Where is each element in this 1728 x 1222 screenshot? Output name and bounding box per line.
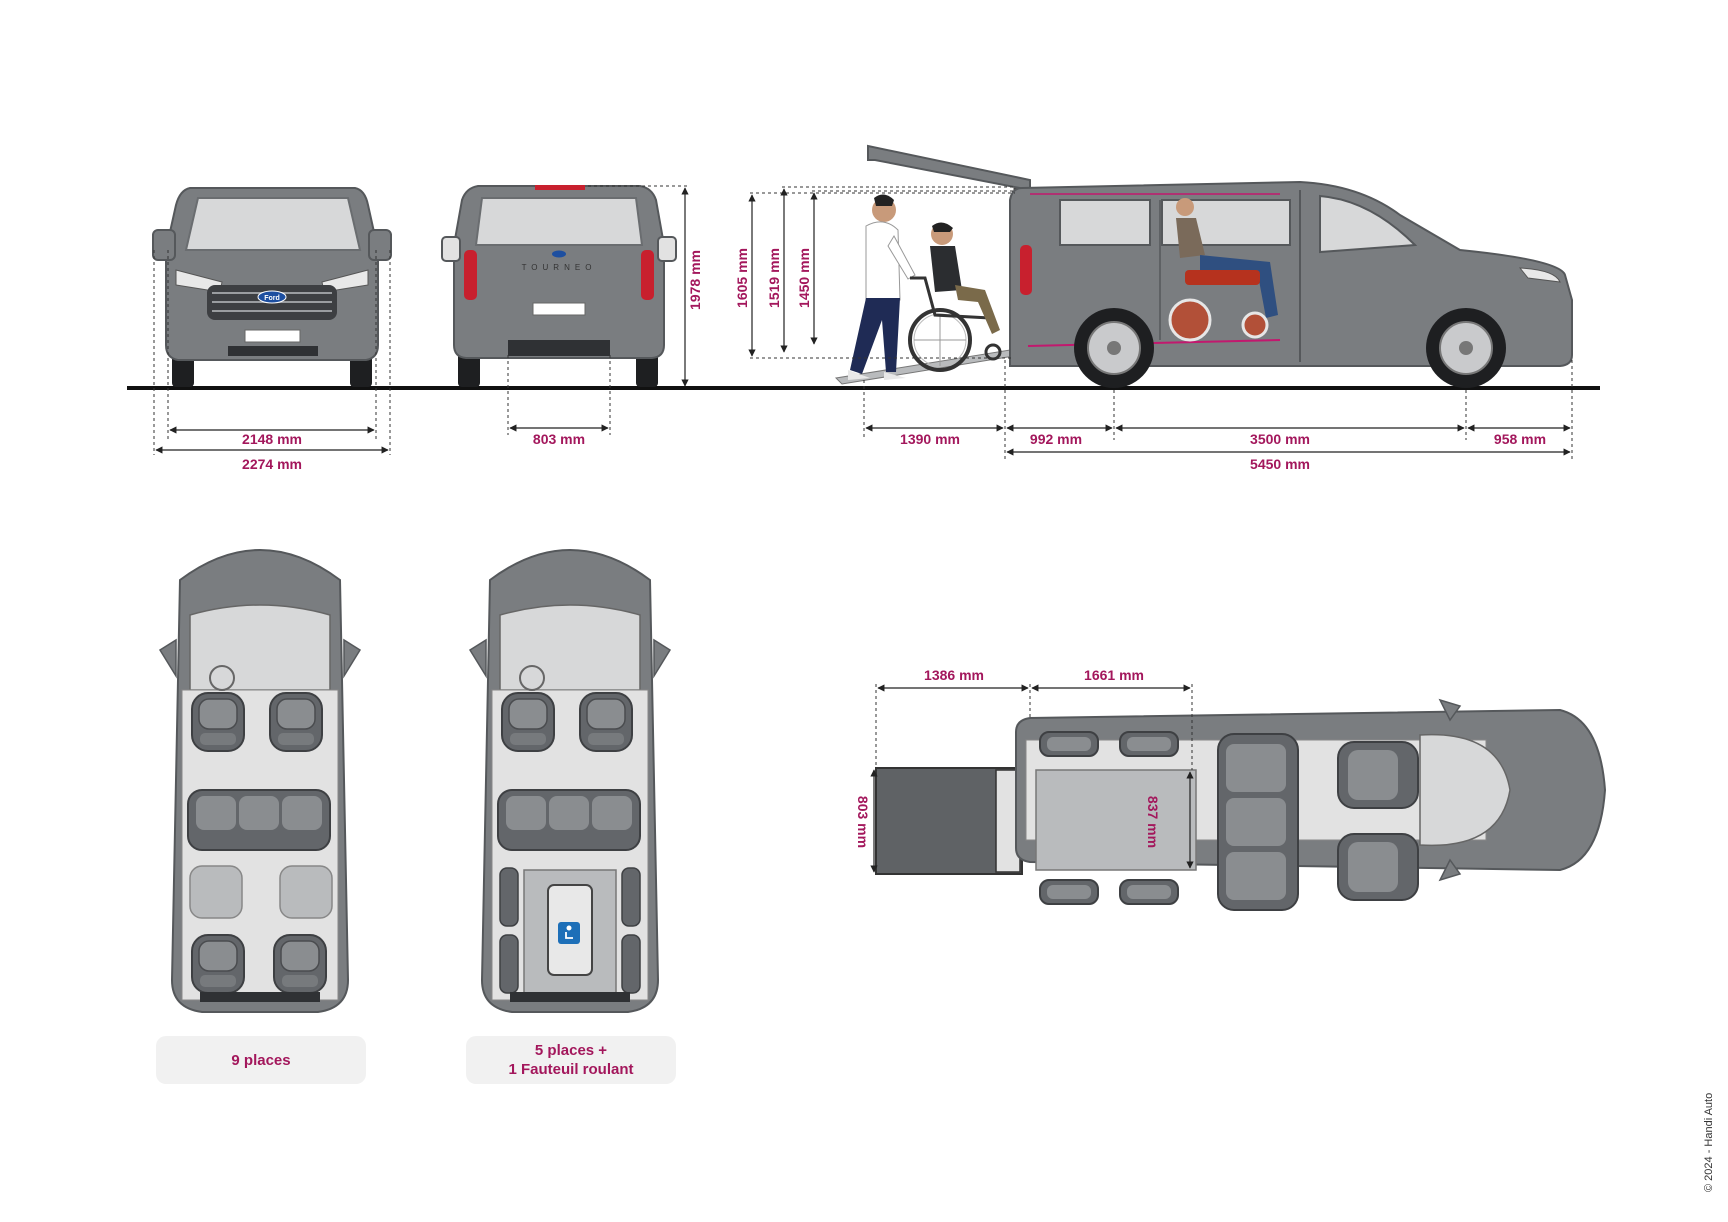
caption-9-places: 9 places [156,1036,366,1084]
rear-view: TOURNEO [441,185,677,387]
top-view-5-places-wheelchair [468,549,672,1013]
dim-width-mirrors: 2148 mm [242,431,302,447]
ford-logo [257,290,287,304]
caption-9-places-text: 9 places [231,1051,291,1069]
copyright: © 2024 - Handi Auto [1703,1092,1715,1192]
front-view: Ford [152,187,392,387]
dim-length-total: 5450 mm [1250,456,1310,472]
dim-front-overhang: 958 mm [1494,431,1546,447]
dim-floor-width: 837 mm [1145,796,1161,848]
dim-width-total: 2274 mm [242,456,302,472]
caption-5-places-line1: 5 places + [534,1042,608,1059]
rear-badge-text: TOURNEO [522,263,597,272]
front-dimensions: 2148 mm 2274 mm [153,250,391,472]
dim-height-total: 1978 mm [687,250,703,310]
front-badge-text: Ford [264,295,280,302]
dim-wheelbase: 3500 mm [1250,431,1310,447]
top-view-ramp [875,698,1607,911]
dim-ramp-width: 803 mm [855,796,871,848]
wheelchair-icon [558,922,580,944]
side-dimensions: 1605 mm 1519 mm 1450 mm 1390 mm 992 mm 3… [734,186,1573,472]
caption-5-places-wheelchair: 5 places + 1 Fauteuil roulant [466,1036,676,1084]
dim-floor-length: 1661 mm [1084,667,1144,683]
top-view-dimensions: 1386 mm 1661 mm 803 mm 837 mm [855,667,1194,873]
rear-dimensions: 803 mm 1978 mm [507,185,703,447]
caption-5-places-line2: 1 Fauteuil roulant [508,1061,634,1078]
dim-opening-3: 1450 mm [796,248,812,308]
dim-rear-overhang: 992 mm [1030,431,1082,447]
dim-door-width: 803 mm [533,431,585,447]
dim-opening-1: 1605 mm [734,248,750,308]
dim-ramp-length: 1390 mm [900,431,960,447]
front-plate [244,329,301,343]
side-view [834,144,1573,388]
dim-opening-2: 1519 mm [766,248,782,308]
dim-ramp-top: 1386 mm [924,667,984,683]
top-view-9-places [158,549,362,1013]
rear-plate [532,302,586,316]
